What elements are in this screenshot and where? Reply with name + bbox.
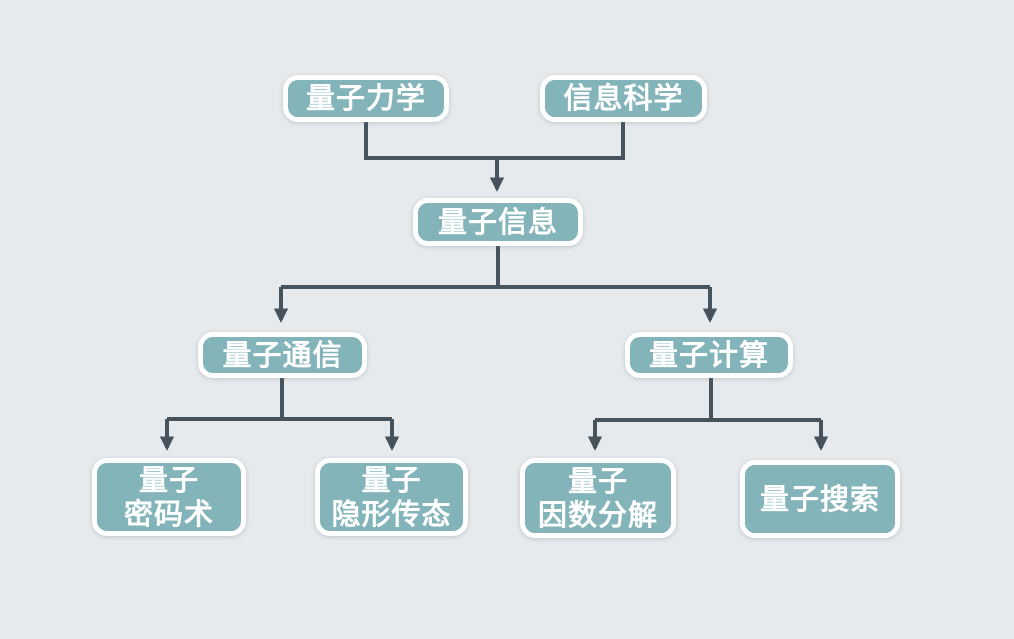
node-quantum-computing: 量子计算 [625,332,793,378]
node-label: 量子信息 [437,204,558,239]
node-quantum-search: 量子搜索 [740,460,900,538]
node-label: 量子 [567,463,628,498]
node-quantum-mechanics: 量子力学 [283,75,449,122]
node-label: 量子力学 [305,81,426,116]
node-information-science: 信息科学 [540,75,707,122]
node-label: 隐形传态 [331,497,452,531]
node-label: 量子计算 [648,337,769,372]
connector-quantum-communication-branch [167,378,392,421]
node-label: 信息科学 [563,81,684,116]
node-quantum-communication: 量子通信 [198,332,367,378]
node-label: 量子 [361,462,422,497]
node-label: 密码术 [123,497,214,531]
node-label: 量子 [138,462,199,497]
connector-top-merge [364,122,625,160]
node-quantum-factoring: 量子 因数分解 [520,458,676,538]
node-label: 量子通信 [222,337,343,372]
node-quantum-cryptography: 量子 密码术 [92,458,246,536]
connector-quantum-computing-branch [595,378,821,422]
node-quantum-teleportation: 量子 隐形传态 [315,458,468,536]
node-label: 量子搜索 [759,481,880,516]
node-label: 因数分解 [537,498,658,532]
connector-quantum-information-branch [281,246,710,289]
node-quantum-information: 量子信息 [413,198,583,246]
